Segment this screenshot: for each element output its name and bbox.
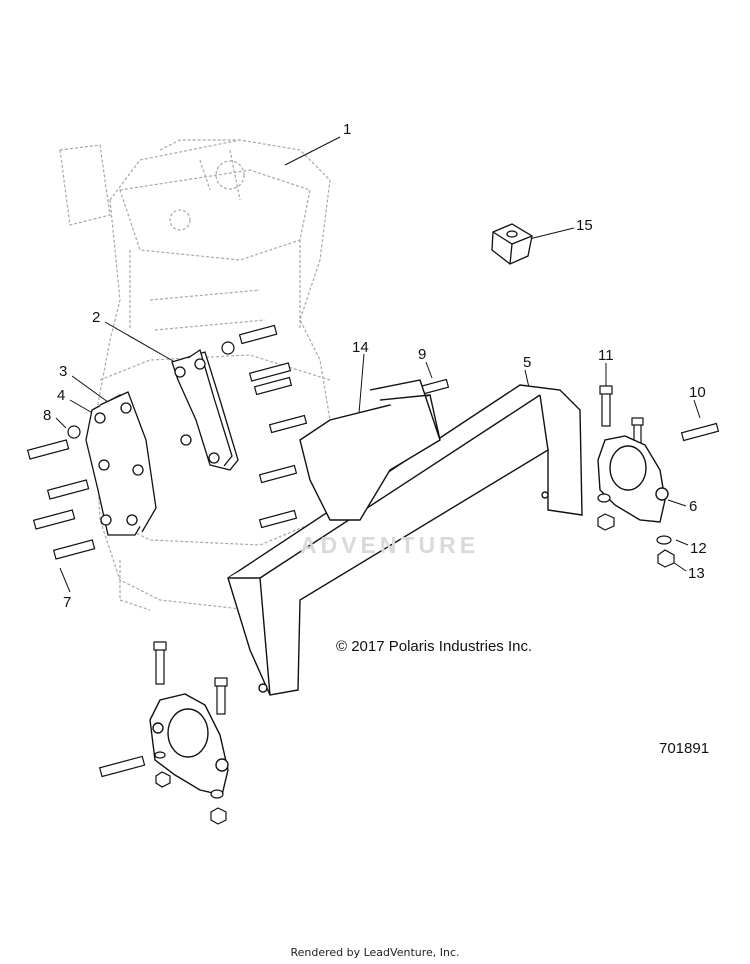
mount-plates: [85, 348, 239, 536]
callout-7: 7: [63, 594, 72, 611]
watermark: ADVENTURE: [300, 532, 480, 558]
callout-2: 2: [92, 309, 101, 326]
callout-14: 14: [352, 339, 369, 356]
rubber-mounts: [149, 435, 669, 796]
callout-12: 12: [690, 540, 707, 557]
callout-13: 13: [688, 565, 705, 582]
callout-11: 11: [598, 347, 614, 364]
nuts-washers: [154, 493, 675, 825]
callout-15: 15: [576, 217, 593, 234]
callout-1: 1: [343, 121, 352, 138]
callout-6: 6: [689, 498, 698, 515]
callout-5: 5: [523, 354, 532, 371]
footer-credit: Rendered by LeadVenture, Inc.: [290, 946, 460, 959]
callout-8: 8: [43, 407, 52, 424]
diagram-number: 701891: [659, 740, 710, 757]
callout-4: 4: [57, 387, 66, 404]
copyright-notice: © 2017 Polaris Industries Inc.: [336, 638, 533, 655]
crossmember: [227, 379, 583, 696]
callout-3: 3: [59, 363, 68, 380]
callout-10: 10: [689, 384, 706, 401]
callout-9: 9: [418, 346, 427, 363]
bolts: [26, 324, 720, 778]
nut-block: [491, 223, 533, 265]
